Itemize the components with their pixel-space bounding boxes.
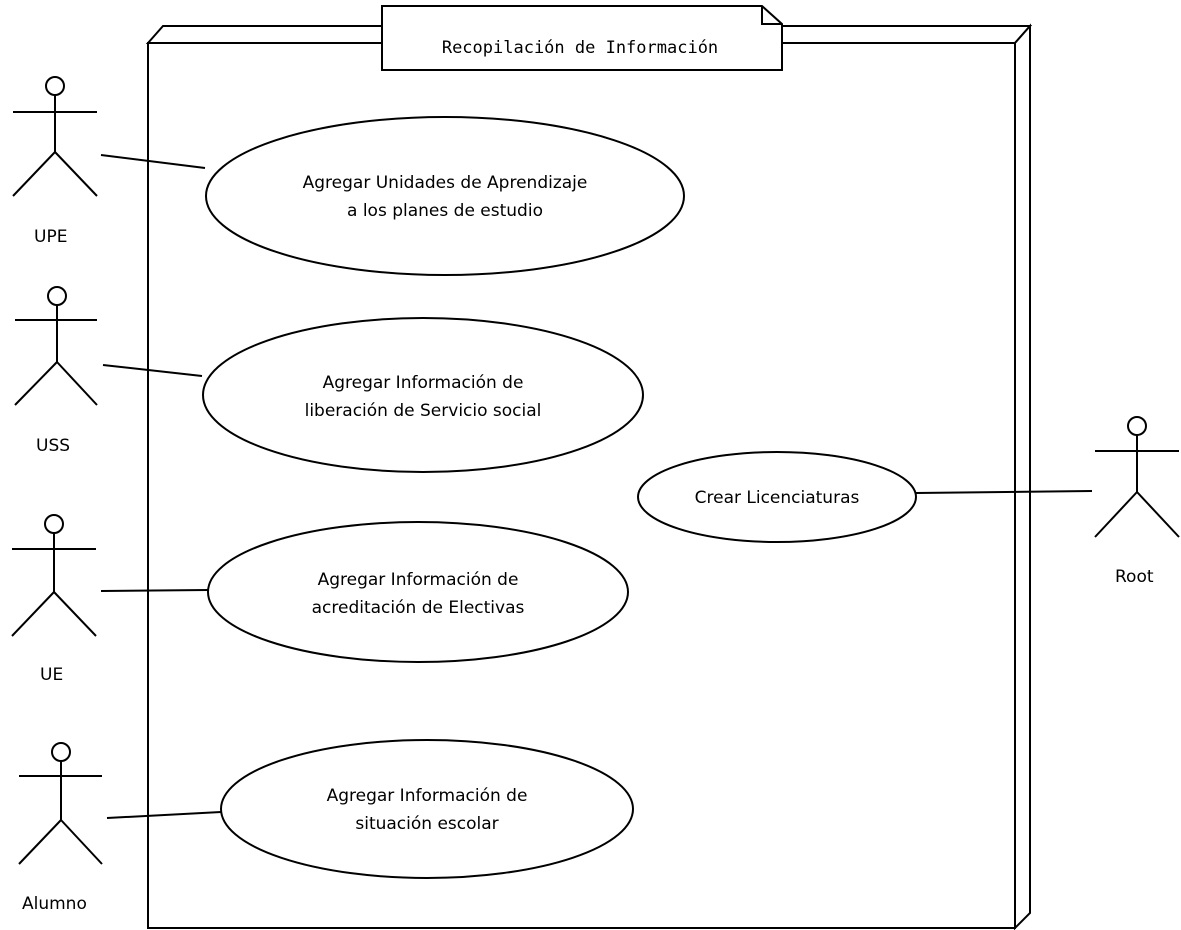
use-case-liberacion-servicio[interactable]: Agregar Información de liberación de Ser… — [202, 317, 644, 473]
actor-label: UE — [40, 665, 63, 685]
actor-ue[interactable]: UE — [11, 514, 97, 685]
use-case-label: liberación de Servicio social — [305, 401, 542, 421]
actor-figure-icon — [18, 742, 103, 865]
actor-figure-icon — [12, 76, 98, 197]
use-case-acreditacion-electivas[interactable]: Agregar Información de acreditación de E… — [207, 521, 629, 663]
actor-alumno[interactable]: Alumno — [18, 742, 103, 914]
use-case-label: Agregar Unidades de Aprendizaje — [303, 173, 588, 193]
use-case-situacion-escolar[interactable]: Agregar Información de situación escolar — [220, 739, 634, 879]
actor-uss[interactable]: USS — [14, 286, 98, 456]
association-upe — [100, 154, 206, 169]
actor-label: UPE — [34, 227, 67, 247]
use-case-label: Agregar Información de — [318, 570, 519, 590]
actor-label: Alumno — [22, 894, 87, 914]
actor-figure-icon — [1094, 416, 1180, 538]
actor-label: Root — [1115, 567, 1154, 587]
use-case-label: situación escolar — [355, 814, 498, 834]
association-uss — [102, 364, 203, 377]
system-title-note: Recopilación de Información — [381, 5, 783, 71]
associations — [100, 154, 1093, 819]
actor-root[interactable]: Root — [1094, 416, 1180, 587]
actor-upe[interactable]: UPE — [12, 76, 98, 247]
use-case-crear-licenciaturas[interactable]: Crear Licenciaturas — [637, 451, 917, 543]
association-root — [915, 490, 1093, 494]
system-title: Recopilación de Información — [442, 38, 718, 58]
use-case-label: Agregar Información de — [323, 373, 524, 393]
use-case-agregar-unidades[interactable]: Agregar Unidades de Aprendizaje a los pl… — [205, 116, 685, 276]
actor-figure-icon — [14, 286, 98, 406]
association-ue — [100, 589, 209, 592]
use-case-label: Crear Licenciaturas — [695, 488, 860, 508]
association-alumno — [106, 811, 222, 819]
use-case-label: Agregar Información de — [327, 786, 528, 806]
actor-figure-icon — [11, 514, 97, 637]
use-case-label: a los planes de estudio — [347, 201, 543, 221]
actor-label: USS — [36, 436, 70, 456]
use-case-label: acreditación de Electivas — [312, 598, 525, 618]
